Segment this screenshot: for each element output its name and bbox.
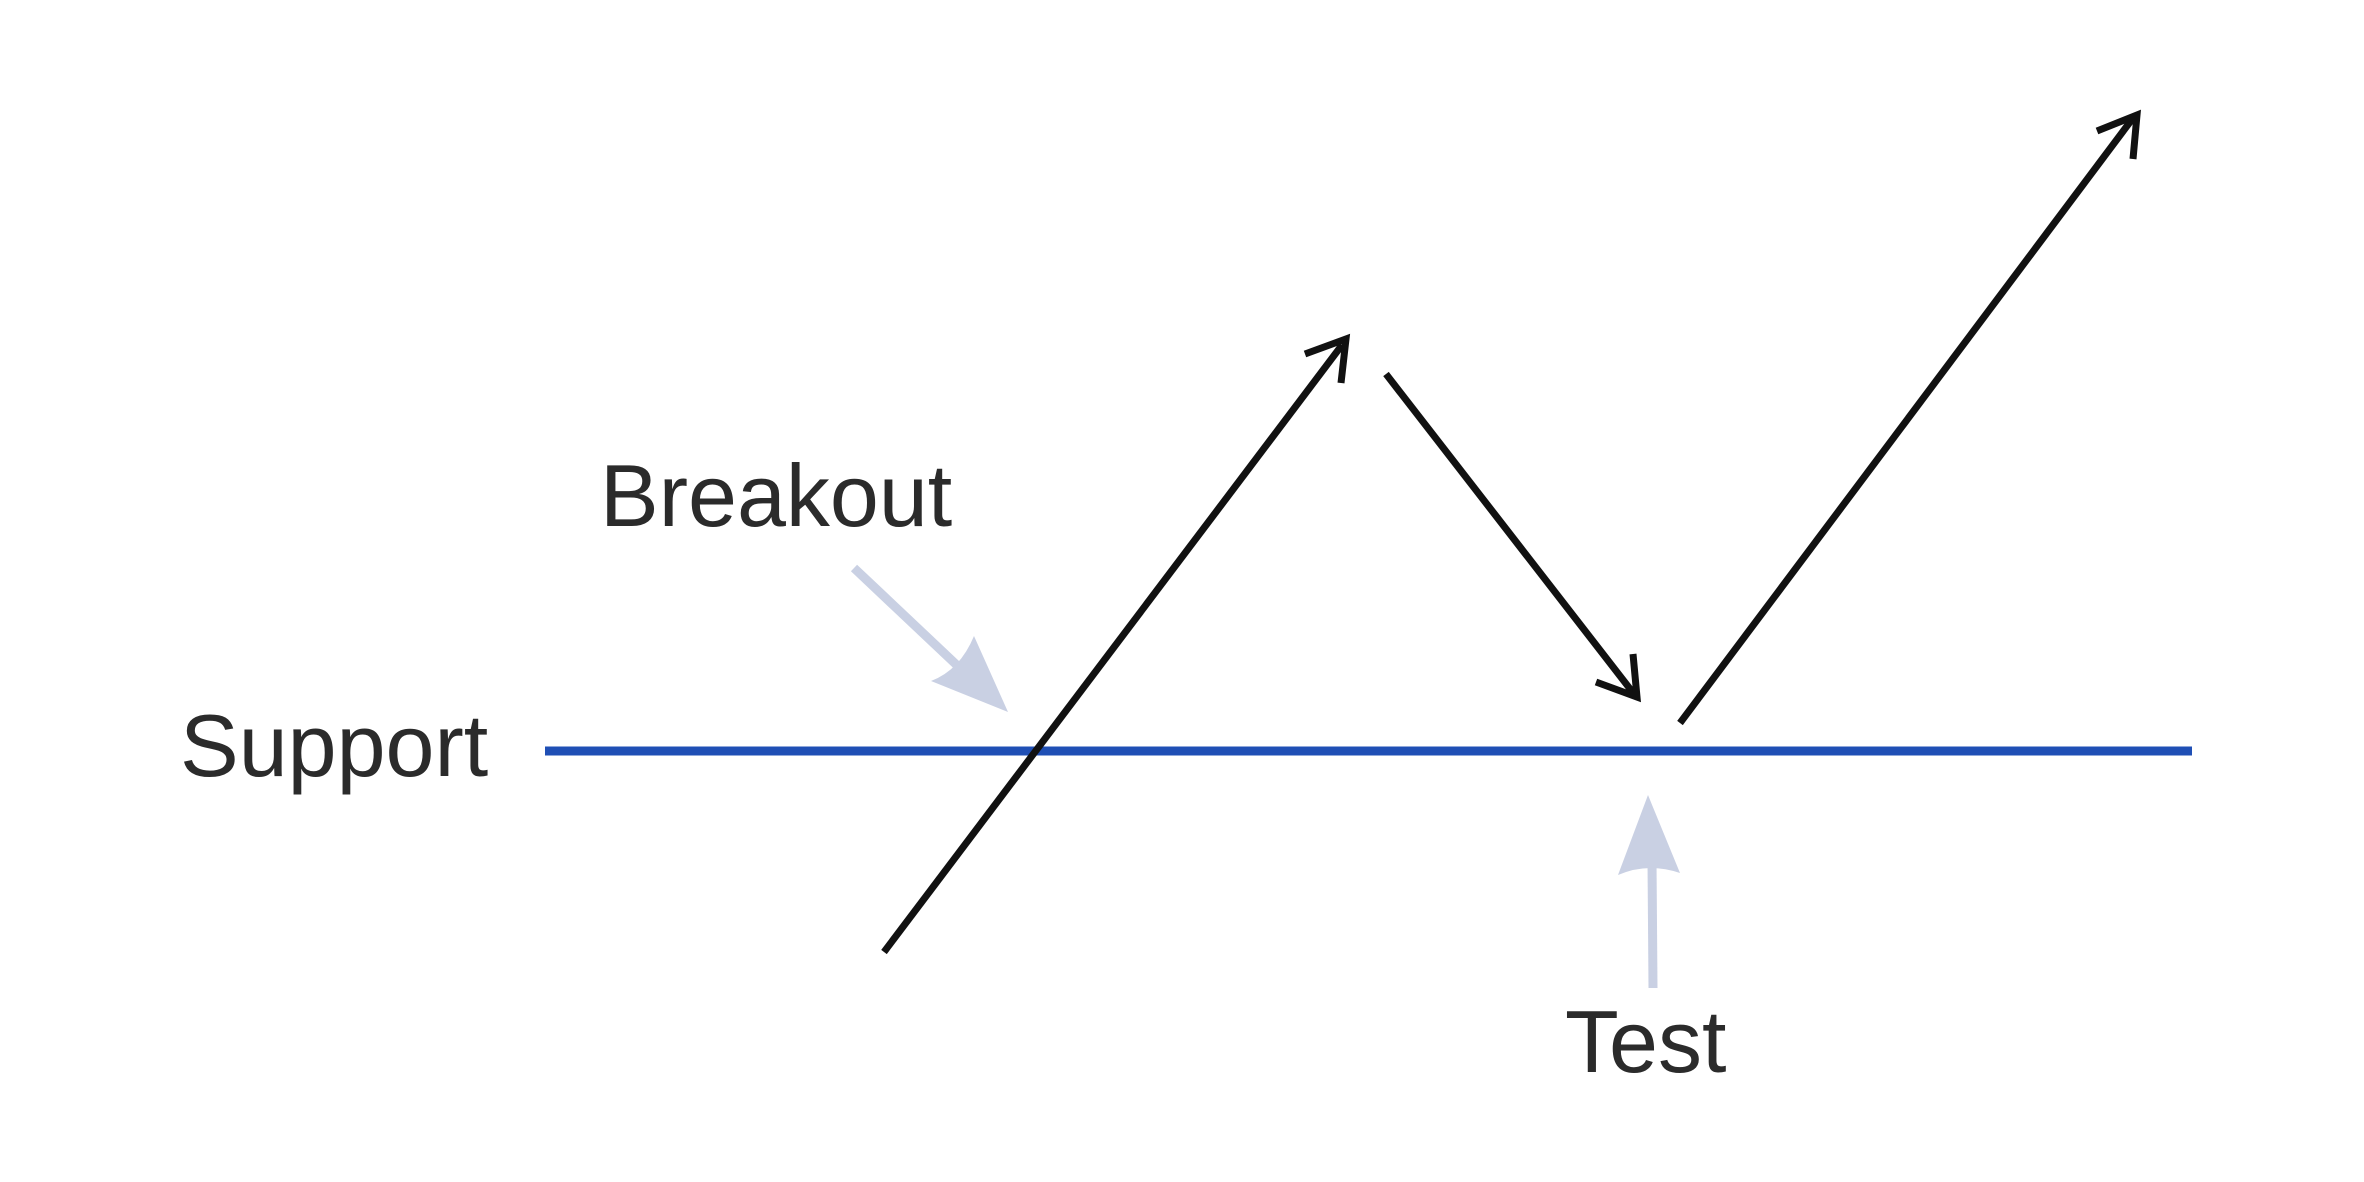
price-arrow-up-breakout [881,333,1351,955]
test-label: Test [1565,992,1726,1091]
price-arrow-up-continuation [1677,109,2142,726]
price-arrow-down-pullback [1383,371,1641,703]
test-pointer-arrow [1618,795,1680,989]
breakout-label: Breakout [600,446,952,545]
support-label: Support [180,696,488,795]
breakout-pointer-arrow [850,564,1008,712]
